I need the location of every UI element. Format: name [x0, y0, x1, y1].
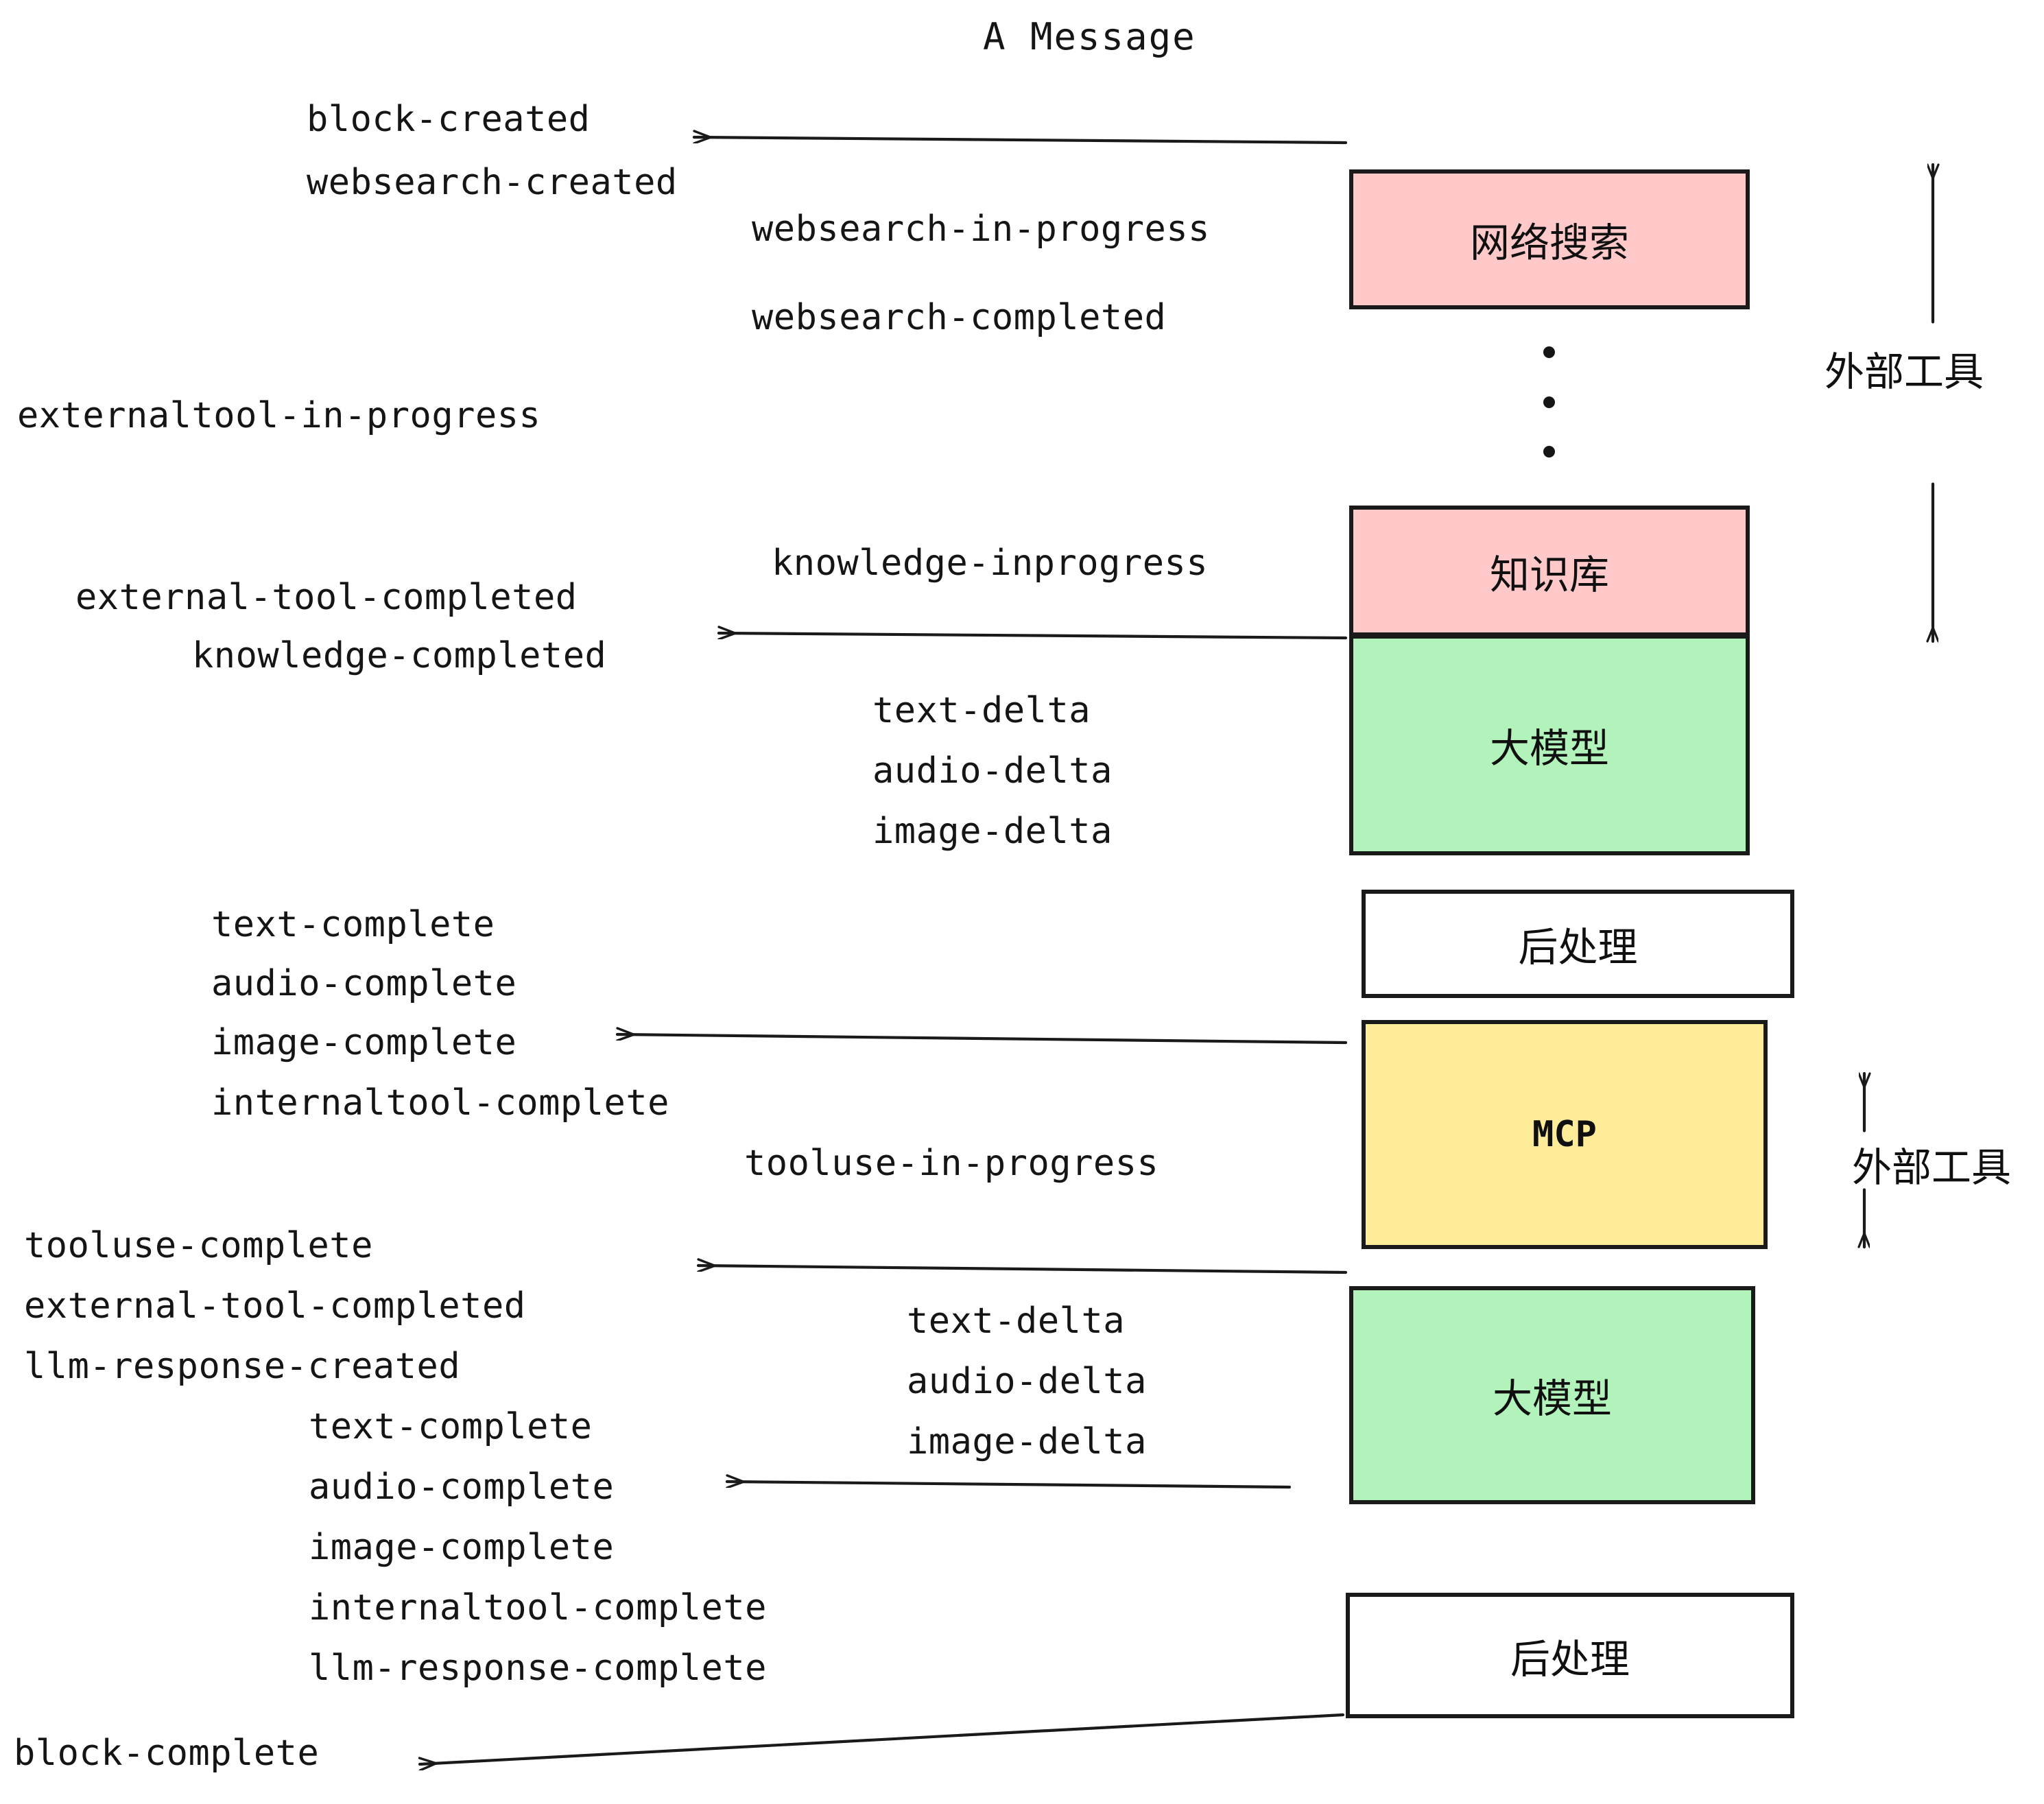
event-label: tooluse-in-progress	[744, 1143, 1159, 1184]
event-label: image-delta	[872, 811, 1113, 852]
event-label: knowledge-inprogress	[772, 543, 1209, 584]
event-label: audio-delta	[907, 1361, 1147, 1402]
node-box	[1349, 634, 1750, 855]
event-label: text-complete	[309, 1406, 593, 1447]
event-label: externaltool-in-progress	[17, 395, 541, 436]
external-tool-range-label: 外部工具	[1852, 1144, 2012, 1191]
node-box	[1349, 506, 1750, 637]
node-box	[1346, 1593, 1794, 1718]
node-box	[1349, 169, 1750, 309]
event-label: image-complete	[211, 1022, 517, 1063]
event-label: external-tool-completed	[75, 577, 578, 618]
node-box	[1349, 1286, 1755, 1504]
event-label: image-complete	[309, 1527, 615, 1568]
node-box	[1362, 1020, 1768, 1249]
node-box	[1362, 890, 1794, 998]
event-label: audio-complete	[309, 1467, 615, 1508]
event-label: block-complete	[14, 1733, 320, 1774]
ellipsis-dot	[1543, 396, 1555, 408]
knowledge-completed-arrow	[717, 633, 1348, 638]
event-label: text-complete	[211, 904, 495, 945]
event-label: llm-response-complete	[309, 1648, 767, 1689]
event-label: external-tool-completed	[24, 1285, 526, 1327]
event-label: audio-delta	[872, 750, 1113, 792]
event-label: websearch-in-progress	[752, 209, 1210, 250]
event-label: internaltool-complete	[309, 1587, 767, 1628]
event-label: text-delta	[907, 1301, 1126, 1342]
event-label: block-created	[307, 99, 591, 140]
event-label: internaltool-complete	[211, 1082, 669, 1124]
vertical-ellipsis	[1542, 346, 1556, 458]
event-label: tooluse-complete	[24, 1225, 373, 1266]
tooluse-complete-arrow	[696, 1266, 1348, 1274]
event-label: websearch-created	[307, 162, 678, 203]
event-label: image-delta	[907, 1421, 1147, 1462]
external-tool-range-label: 外部工具	[1825, 348, 1984, 395]
event-label: audio-complete	[211, 963, 517, 1004]
event-label: llm-response-created	[24, 1346, 461, 1387]
event-label: websearch-completed	[752, 297, 1167, 338]
event-label: knowledge-completed	[192, 635, 607, 676]
ellipsis-dot	[1543, 346, 1555, 358]
page-title: A Message	[983, 15, 1196, 58]
image-complete-arrow	[615, 1034, 1348, 1045]
audio-complete-arrow	[725, 1482, 1292, 1489]
event-label: text-delta	[872, 690, 1091, 731]
block-created-arrow	[692, 137, 1348, 145]
ellipsis-dot	[1543, 446, 1555, 458]
block-complete-arrow	[420, 1713, 1345, 1764]
